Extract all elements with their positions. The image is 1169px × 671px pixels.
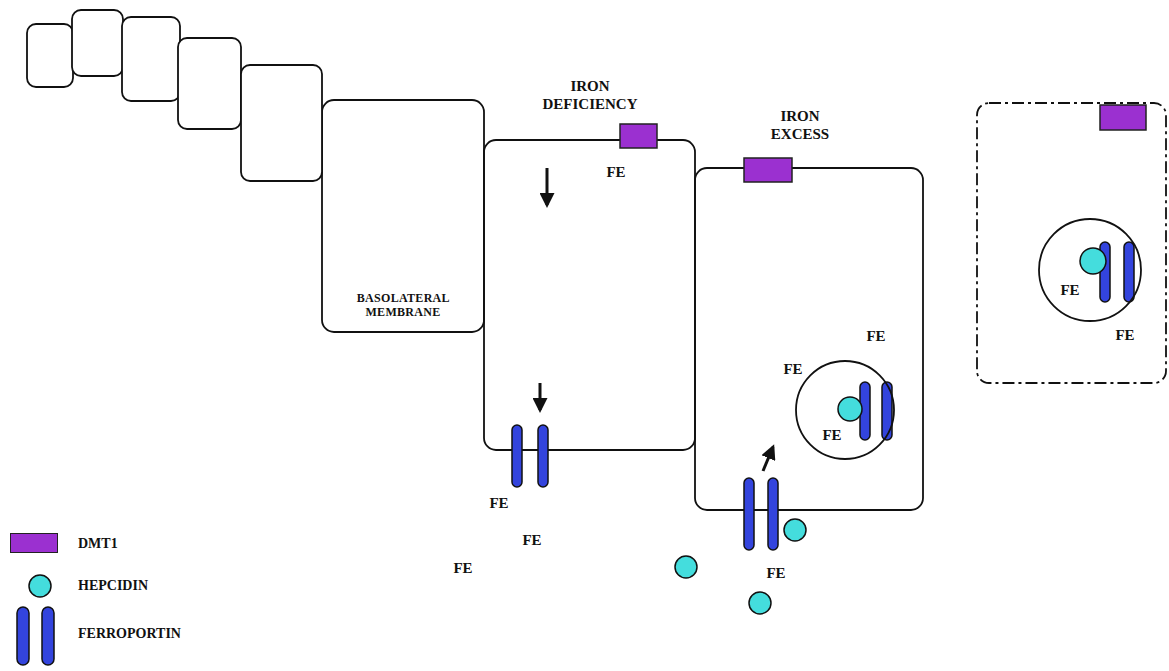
legend-label: DMT1: [78, 536, 118, 552]
iron-label: FE: [822, 426, 841, 444]
legend-label: HEPCIDIN: [78, 578, 148, 594]
epithelial-cell: [72, 10, 123, 76]
endosome: FE: [795, 360, 895, 460]
legend-ferroportin-sample: [42, 607, 54, 665]
epithelial-cell: [27, 24, 73, 87]
ferroportin-bar: [744, 478, 754, 550]
ferroportin-bar: [538, 425, 548, 487]
legend-swatch: [10, 533, 58, 553]
epithelial-cell: [122, 17, 180, 101]
endosome-outline: [1039, 219, 1141, 321]
membrane-label: BASOLATERAL MEMBRANE: [357, 291, 449, 320]
hepcidin: [1080, 248, 1106, 274]
flow-arrow: [539, 383, 542, 410]
dmt1-transporter: [744, 158, 792, 182]
cell-outline: [322, 100, 484, 332]
dmt1-transporter: [620, 124, 657, 148]
ferroportin-bar: [768, 478, 778, 550]
flow-arrow: [763, 447, 773, 471]
basolateral-box: BASOLATERAL MEMBRANE: [322, 100, 484, 332]
epithelial-cell: [178, 38, 241, 129]
endosome-outline: [796, 361, 894, 459]
flow-arrow: [546, 168, 549, 205]
hepcidin: [784, 519, 806, 541]
iron-label: FE: [766, 564, 785, 582]
cell-heading: IRON EXCESS: [771, 107, 829, 143]
dashed-cell-outline: [977, 103, 1166, 383]
ferroportin-bar: [512, 425, 522, 487]
enterocyte-cell: IRON EXCESSFEFEFE: [695, 168, 923, 510]
iron-label: FE: [1060, 281, 1079, 299]
endosome-outline: [1038, 218, 1142, 322]
legend-label: FERROPORTIN: [78, 626, 181, 642]
cell-outline: [484, 140, 695, 450]
iron-label: FE: [1115, 326, 1134, 344]
iron-label: FE: [522, 531, 541, 549]
endosome-outline: [795, 360, 895, 460]
enterocyte-cell: IRON DEFICIENCYFE: [484, 140, 695, 450]
dmt1-transporter: [1100, 105, 1146, 130]
cell-heading: IRON DEFICIENCY: [542, 77, 637, 113]
epithelial-cell: [241, 65, 322, 181]
iron-label: FE: [866, 327, 885, 345]
cell-outlines: [322, 100, 1166, 510]
endosome: FE: [1038, 218, 1142, 322]
hepcidin: [675, 556, 697, 578]
iron-label: FE: [489, 494, 508, 512]
enterocyte-cell: FE FE: [977, 103, 1166, 383]
cell-outline: [695, 168, 923, 510]
hepcidin: [749, 592, 771, 614]
legend-ferroportin-sample: [17, 607, 29, 665]
ferroportin-bar: [1124, 242, 1134, 302]
iron-label: FE: [783, 360, 802, 378]
legend-hepcidin-sample: [29, 575, 51, 597]
iron-label: FE: [606, 163, 625, 181]
hepcidin: [838, 397, 862, 421]
iron-label: FE: [453, 559, 472, 577]
